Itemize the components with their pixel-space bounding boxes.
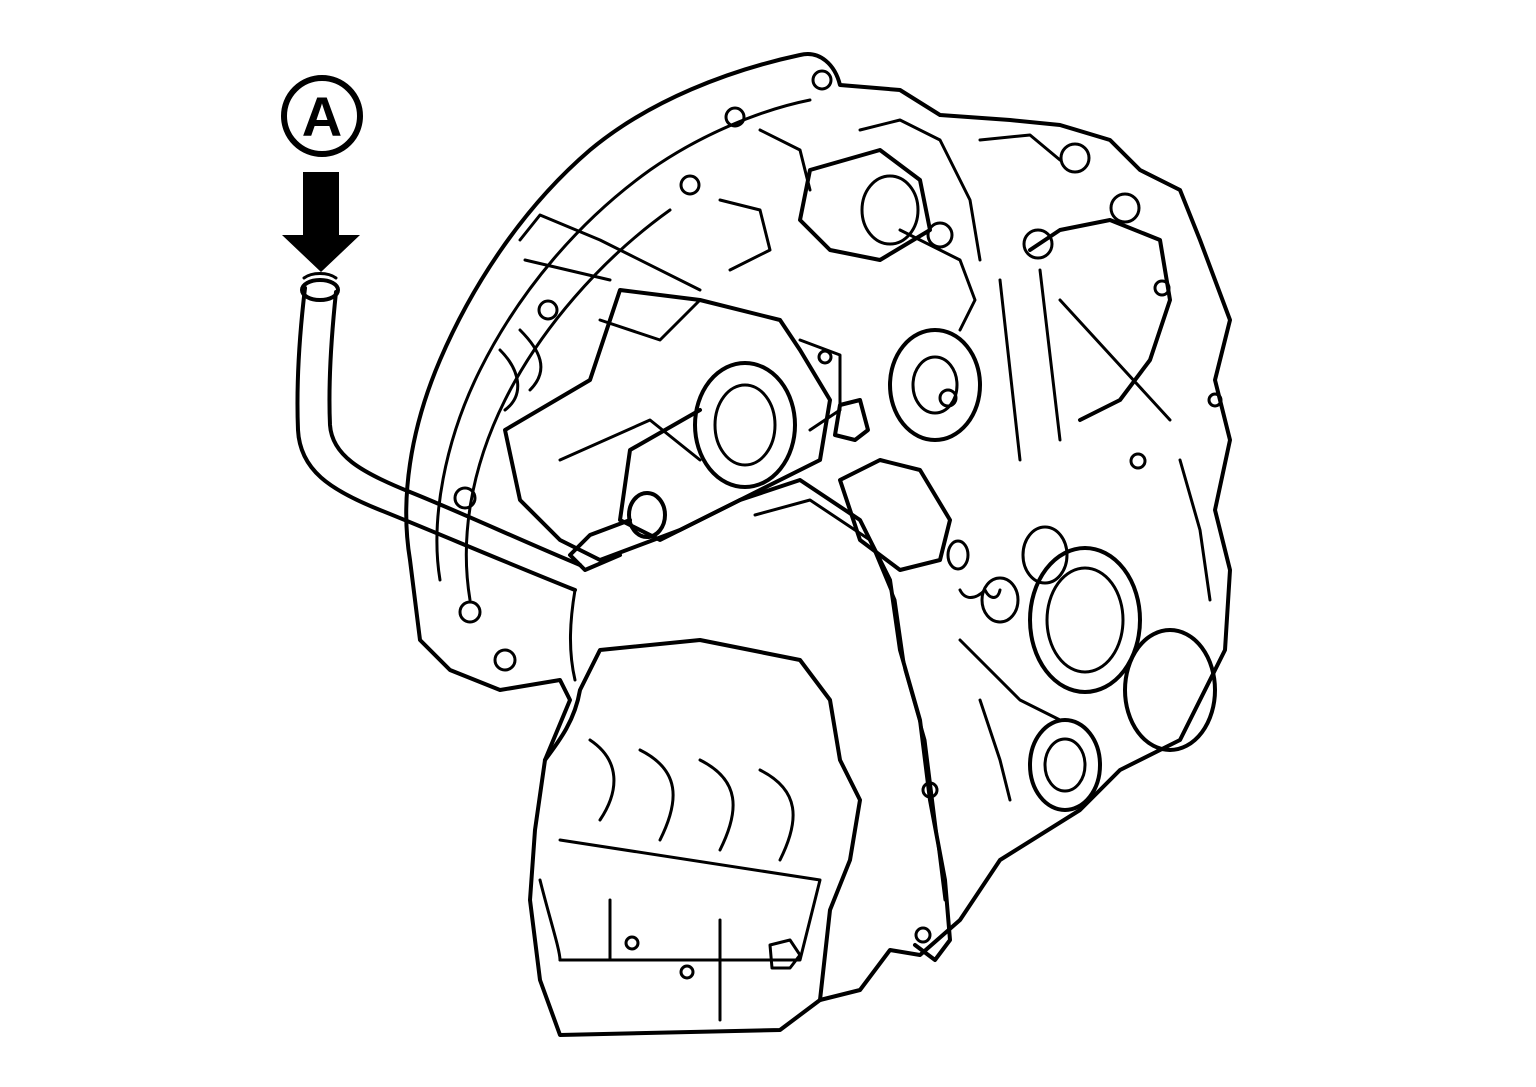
callout-a: A [281, 75, 363, 157]
middle-connectors [498, 118, 1062, 599]
transmission-case [404, 52, 1232, 1037]
solenoid-assembly [503, 148, 982, 572]
side-cover [738, 478, 952, 962]
right-case-details [958, 142, 1223, 812]
callout-label: A [302, 85, 342, 148]
down-arrow-icon [282, 172, 360, 272]
callout-circle [281, 75, 363, 157]
oil-pan [538, 638, 862, 1022]
breather-hose [295, 272, 582, 682]
